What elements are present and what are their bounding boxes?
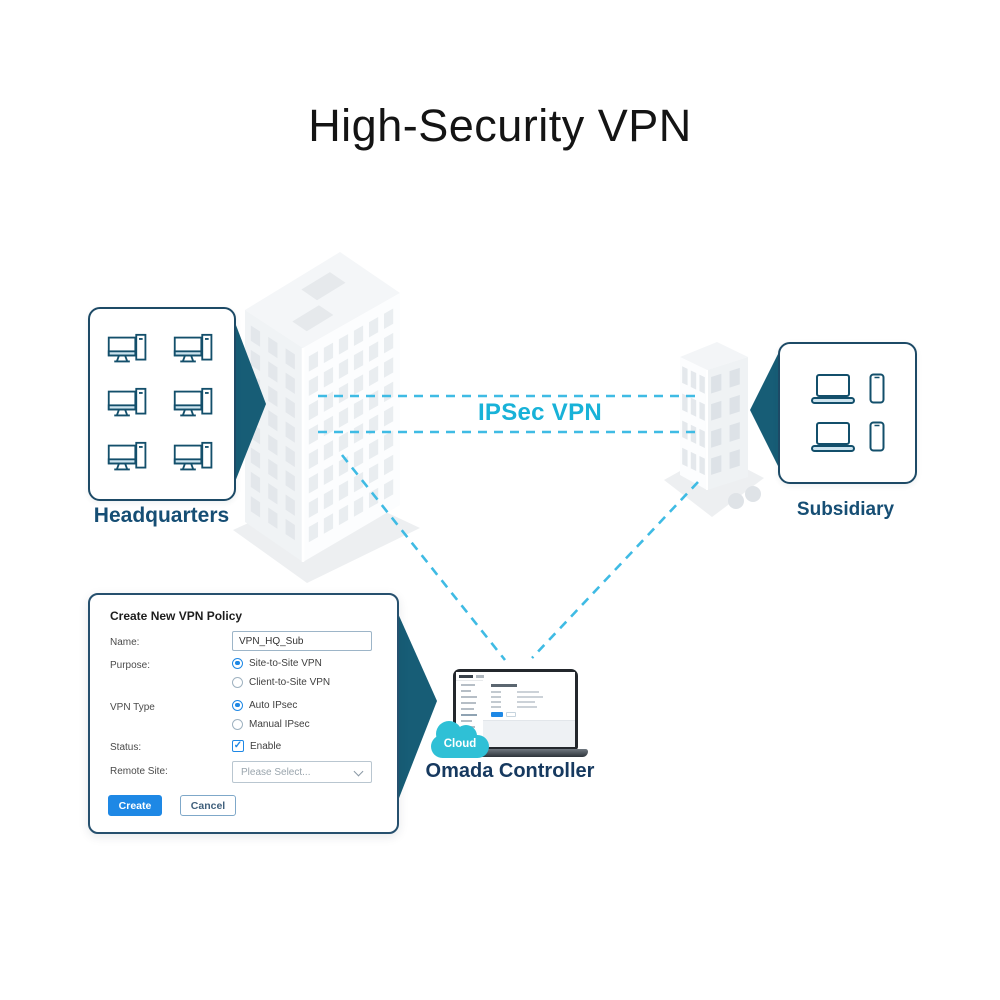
enable-checkbox-row[interactable]: ✓ Enable: [232, 739, 281, 753]
sub-windows-right: [711, 367, 740, 475]
bush: [728, 493, 744, 509]
radio-site-to-site[interactable]: Site-to-Site VPN: [232, 656, 322, 670]
cloud-icon: [431, 735, 489, 758]
hq-roof-boxes: [292, 272, 346, 332]
subsidiary-building: [680, 342, 748, 490]
mini-content-area: [483, 720, 575, 747]
hq-windows-right: [308, 308, 394, 543]
smartphone-icon: [869, 421, 885, 452]
chevron-down-icon: [353, 766, 364, 777]
mini-cancel-button: [506, 712, 516, 717]
purpose-label: Purpose:: [110, 660, 151, 671]
desktop-pc-icon: [173, 333, 213, 363]
radio-button-icon[interactable]: [232, 657, 243, 669]
radio-button-icon[interactable]: [232, 718, 243, 730]
controller-link-sub: [531, 481, 699, 659]
remote-site-label: Remote Site:: [110, 766, 168, 777]
checkbox-label: Enable: [250, 740, 282, 752]
cancel-button[interactable]: Cancel: [180, 795, 236, 816]
mini-menu: [476, 675, 484, 678]
smartphone-icon: [869, 373, 885, 404]
subsidiary-label: Subsidiary: [796, 499, 895, 520]
controller-mini-ui: [456, 672, 575, 747]
radio-label: Site-to-Site VPN: [249, 657, 322, 669]
name-label: Name:: [110, 637, 140, 648]
desktop-pc-icon: [173, 441, 213, 471]
desktop-pc-icon: [107, 333, 147, 363]
sub-windows-left: [682, 366, 705, 476]
headquarters-device-panel: [88, 307, 236, 501]
cloud-badge-label: Cloud: [443, 738, 477, 750]
radio-manual-ipsec[interactable]: Manual IPsec: [232, 717, 310, 731]
select-placeholder: Please Select...: [241, 766, 311, 778]
radio-label: Auto IPsec: [249, 699, 298, 711]
device-row: [810, 373, 885, 405]
controller-link-hq: [340, 454, 507, 661]
checkbox-check-icon[interactable]: ✓: [232, 740, 244, 752]
omada-controller-label: Omada Controller: [425, 760, 595, 782]
dialog-title: Create New VPN Policy: [110, 609, 243, 623]
mini-logo: [459, 675, 473, 678]
bush: [745, 486, 761, 502]
desktop-pc-icon: [173, 387, 213, 417]
laptop-icon: [811, 422, 855, 452]
desktop-pc-icon: [107, 441, 147, 471]
headquarters-label: Headquarters: [93, 504, 230, 527]
radio-label: Manual IPsec: [249, 718, 310, 730]
dialog-callout-arrow: [392, 600, 437, 816]
create-vpn-policy-dialog: Create New VPN Policy Name: Purpose: Sit…: [88, 593, 399, 834]
mini-save-button: [491, 712, 503, 717]
device-row: [810, 421, 885, 453]
radio-auto-ipsec[interactable]: Auto IPsec: [232, 698, 297, 712]
sub-callout-arrow: [750, 350, 780, 470]
radio-label: Client-to-Site VPN: [249, 676, 331, 688]
subsidiary-device-panel: [778, 342, 917, 484]
vpn-name-input[interactable]: [232, 631, 372, 651]
controller-laptop-base: [447, 749, 588, 757]
remote-site-select[interactable]: Please Select...: [232, 761, 372, 783]
radio-button-icon[interactable]: [232, 676, 243, 688]
desktop-pc-icon: [107, 387, 147, 417]
vpn-type-label: VPN Type: [110, 702, 155, 713]
ipsec-vpn-label: IPSec VPN: [477, 399, 603, 426]
page-title: High-Security VPN: [308, 100, 692, 151]
laptop-icon: [811, 374, 855, 404]
cloud-badge: Cloud: [431, 721, 489, 758]
hq-callout-arrow: [231, 312, 266, 492]
mini-form: [483, 680, 575, 720]
radio-button-icon[interactable]: [232, 699, 243, 711]
create-button[interactable]: Create: [108, 795, 162, 816]
status-label: Status:: [110, 742, 142, 753]
radio-client-to-site[interactable]: Client-to-Site VPN: [232, 675, 330, 689]
